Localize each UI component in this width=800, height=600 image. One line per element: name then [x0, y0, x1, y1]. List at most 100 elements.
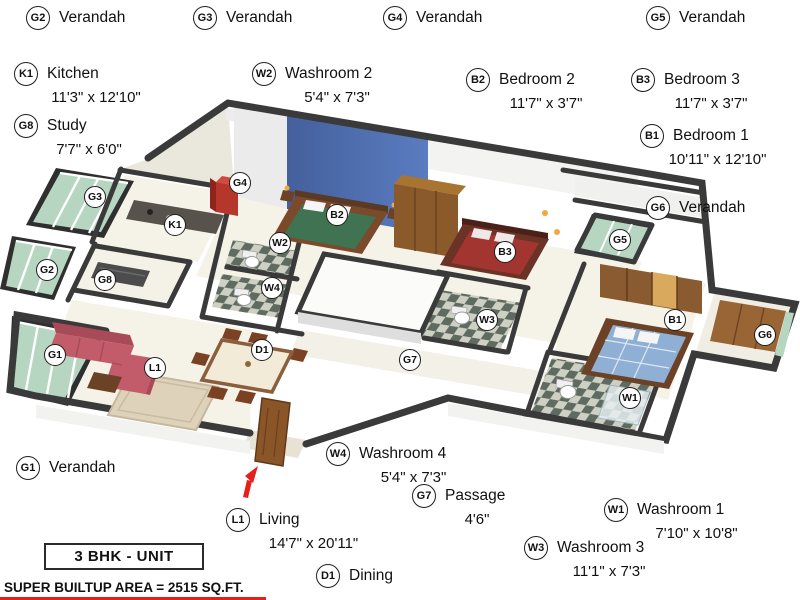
code-badge: G1 — [16, 456, 40, 480]
label-row: W2 Washroom 2 — [252, 62, 422, 86]
label-text: Bedroom 1 — [673, 127, 749, 144]
label-dims: 5'4" x 7'3" — [380, 469, 447, 486]
label-text: Washroom 3 — [557, 539, 645, 556]
label-text: Verandah — [226, 9, 293, 26]
label-bedroom1-b1: B1 Bedroom 1 10'11" x 12'10" — [640, 124, 795, 168]
plan-marker-l1: L1 — [144, 357, 166, 379]
bed-b2 — [272, 185, 402, 254]
code-badge: G6 — [646, 196, 670, 220]
label-dims: 11'3" x 12'10" — [51, 89, 141, 106]
label-row: W1 Washroom 1 — [604, 498, 789, 522]
plan-marker-g1: G1 — [44, 344, 66, 366]
label-row: L1 Living — [226, 508, 401, 532]
label-dims: 14'7" x 20'11" — [268, 535, 359, 552]
label-kitchen-k1: K1 Kitchen 11'3" x 12'10" — [14, 62, 178, 106]
label-row: G7 Passage — [412, 484, 542, 508]
label-row: B3 Bedroom 3 — [631, 68, 791, 92]
label-dims: 11'1" x 7'3" — [572, 563, 646, 580]
code-badge: G5 — [646, 6, 670, 30]
label-text: Washroom 4 — [359, 445, 447, 462]
plan-marker-g4: G4 — [229, 172, 251, 194]
code-badge: W2 — [252, 62, 276, 86]
code-badge: G7 — [412, 484, 436, 508]
plan-marker-k1: K1 — [164, 214, 186, 236]
plan-marker-b2: B2 — [326, 204, 348, 226]
unit-title-box: 3 BHK - UNIT — [44, 543, 204, 570]
label-dims: 10'11" x 12'10" — [668, 151, 767, 168]
label-study-g8: G8 Study 7'7" x 6'0" — [14, 114, 164, 158]
code-badge: W4 — [326, 442, 350, 466]
plan-marker-d1: D1 — [251, 339, 273, 361]
code-badge: W1 — [604, 498, 628, 522]
code-badge: G4 — [383, 6, 407, 30]
code-badge: G2 — [26, 6, 50, 30]
label-verandah-g1: G1 Verandah — [16, 456, 115, 480]
bed-b1 — [581, 318, 694, 389]
wardrobe-tall — [394, 175, 466, 258]
code-badge: G8 — [14, 114, 38, 138]
entry-arrow — [243, 466, 258, 498]
label-text: Study — [47, 117, 87, 134]
builtup-area-note: SUPER BUILTUP AREA = 2515 SQ.FT. — [4, 580, 244, 595]
plan-marker-w3: W3 — [476, 309, 498, 331]
label-verandah-g5: G5 Verandah — [646, 6, 745, 30]
code-badge: B3 — [631, 68, 655, 92]
label-text: Washroom 2 — [285, 65, 373, 82]
label-washroom2-w2: W2 Washroom 2 5'4" x 7'3" — [252, 62, 422, 106]
entrance-door — [254, 397, 291, 467]
plan-marker-b3: B3 — [494, 241, 516, 263]
label-row: B1 Bedroom 1 — [640, 124, 795, 148]
label-row: W3 Washroom 3 — [524, 536, 694, 560]
label-row: K1 Kitchen — [14, 62, 178, 86]
central-room — [294, 251, 452, 344]
coffee-table — [87, 372, 122, 393]
label-bedroom2-b2: B2 Bedroom 2 11'7" x 3'7" — [466, 68, 626, 112]
label-row: B2 Bedroom 2 — [466, 68, 626, 92]
plan-marker-g3: G3 — [84, 186, 106, 208]
plan-marker-g6: G6 — [754, 324, 776, 346]
label-text: Bedroom 2 — [499, 71, 575, 88]
footer-red-underline — [0, 597, 266, 600]
back-walls — [226, 104, 704, 233]
code-badge: B1 — [640, 124, 664, 148]
label-verandah-g3: G3 Verandah — [193, 6, 292, 30]
label-verandah-g6: G6 Verandah — [646, 196, 745, 220]
label-dims: 11'7" x 3'7" — [509, 95, 583, 112]
unit-title: 3 BHK - UNIT — [74, 548, 174, 565]
label-text: Passage — [445, 487, 506, 504]
label-dining-d1: D1 Dining — [316, 564, 393, 588]
plan-marker-w2: W2 — [269, 232, 291, 254]
label-washroom3-w3: W3 Washroom 3 11'1" x 7'3" — [524, 536, 694, 580]
code-badge: K1 — [14, 62, 38, 86]
label-dims: 5'4" x 7'3" — [304, 89, 370, 106]
label-text: Verandah — [679, 199, 746, 216]
code-badge: G3 — [193, 6, 217, 30]
label-text: Verandah — [416, 9, 483, 26]
label-washroom1-w1: W1 Washroom 1 7'10" x 10'8" — [604, 498, 789, 542]
label-passage-g7: G7 Passage 4'6" — [412, 484, 542, 528]
plan-marker-b1: B1 — [664, 309, 686, 331]
plan-marker-g5: G5 — [609, 229, 631, 251]
label-text: Living — [259, 511, 300, 528]
label-row: W4 Washroom 4 — [326, 442, 501, 466]
plan-marker-w1: W1 — [619, 387, 641, 409]
label-text: Kitchen — [47, 65, 99, 82]
walls — [6, 99, 800, 448]
label-verandah-g4: G4 Verandah — [383, 6, 482, 30]
code-badge: B2 — [466, 68, 490, 92]
plan-marker-w4: W4 — [261, 277, 283, 299]
label-text: Washroom 1 — [637, 501, 725, 518]
label-dims: 7'10" x 10'8" — [655, 525, 738, 542]
label-text: Verandah — [49, 459, 116, 476]
code-badge: W3 — [524, 536, 548, 560]
label-text: Verandah — [679, 9, 746, 26]
label-washroom4-w4: W4 Washroom 4 5'4" x 7'3" — [326, 442, 501, 486]
label-dims: 11'7" x 3'7" — [674, 95, 748, 112]
label-bedroom3-b3: B3 Bedroom 3 11'7" x 3'7" — [631, 68, 791, 112]
label-text: Bedroom 3 — [664, 71, 740, 88]
label-verandah-g2: G2 Verandah — [26, 6, 125, 30]
plan-marker-g2: G2 — [36, 259, 58, 281]
wardrobe-b1 — [600, 264, 702, 314]
label-text: Dining — [349, 567, 393, 584]
